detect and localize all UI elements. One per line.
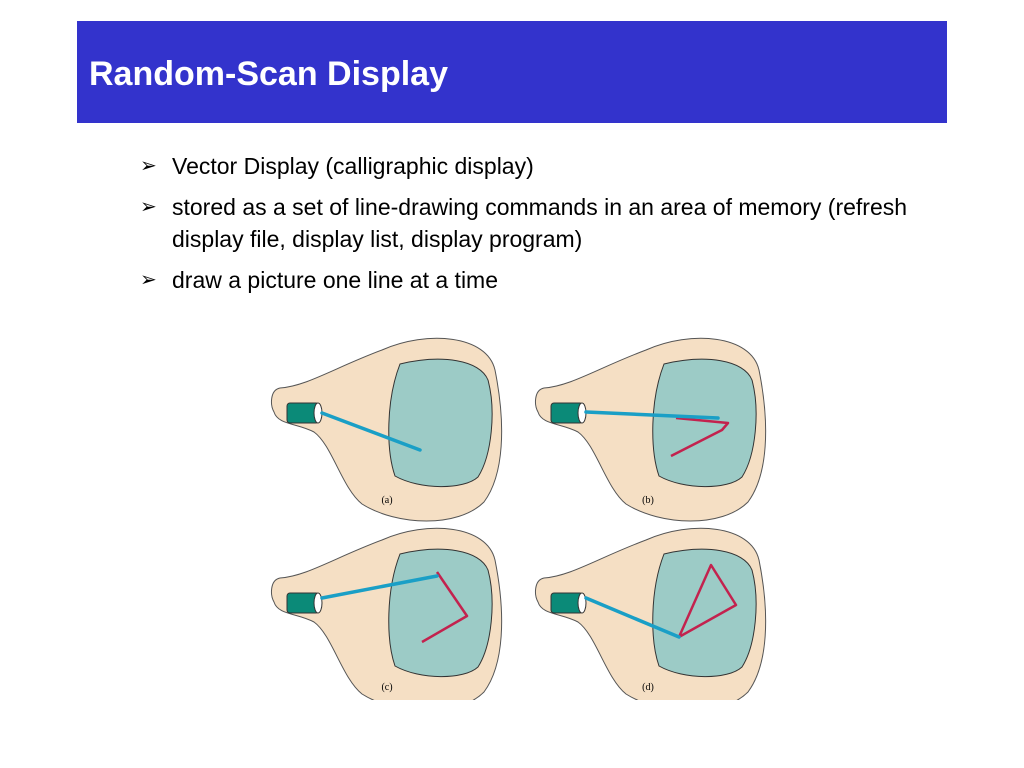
crt-panel-c: (c)	[271, 527, 503, 700]
bullet-text: Vector Display (calligraphic display)	[172, 153, 534, 179]
crt-diagram: (a) (b) (c) (d)	[271, 337, 767, 700]
drawn-triangle	[677, 563, 738, 639]
drawn-line	[670, 416, 730, 458]
bullet-text: draw a picture one line at a time	[172, 267, 499, 293]
drawn-line	[421, 571, 469, 644]
panel-label-d: (d)	[642, 682, 654, 693]
slide-title: Random-Scan Display	[89, 55, 448, 93]
arrow-bullet-icon: ➢	[140, 196, 157, 218]
electron-beam	[584, 410, 720, 420]
bullet-list: ➢ Vector Display (calligraphic display) …	[140, 150, 940, 305]
bullet-item: ➢ draw a picture one line at a time	[140, 264, 940, 296]
bullet-text: stored as a set of line-drawing commands…	[172, 194, 908, 252]
crt-panel-a: (a)	[271, 337, 503, 522]
electron-beam	[320, 574, 439, 600]
electron-beam	[320, 411, 422, 452]
arrow-bullet-icon: ➢	[140, 155, 157, 177]
crt-panel-b: (b)	[535, 337, 767, 522]
panel-label-a: (a)	[381, 495, 392, 506]
bullet-item: ➢ Vector Display (calligraphic display)	[140, 150, 940, 182]
panel-label-b: (b)	[642, 495, 654, 506]
panel-label-c: (c)	[381, 682, 392, 693]
electron-beam	[584, 596, 681, 639]
title-bar: Random-Scan Display	[77, 21, 947, 123]
arrow-bullet-icon: ➢	[140, 269, 157, 291]
crt-panel-d: (d)	[535, 527, 767, 700]
bullet-item: ➢ stored as a set of line-drawing comman…	[140, 191, 940, 255]
